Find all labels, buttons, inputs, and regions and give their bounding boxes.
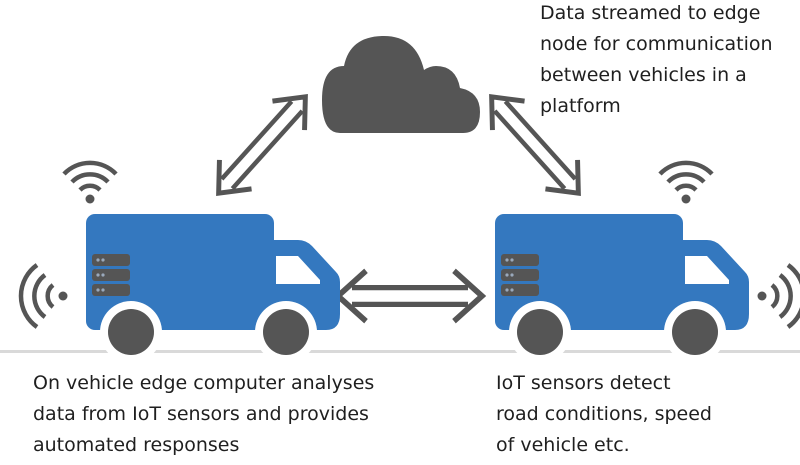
- left-van-icon: [86, 214, 340, 363]
- iot-sensors-caption: IoT sensors detect road conditions, spee…: [496, 368, 796, 461]
- left-wifi-icon: [64, 163, 116, 204]
- edge-node-caption: Data streamed to edge node for communica…: [540, 0, 800, 122]
- right-sensor-wave-icon: [758, 265, 800, 327]
- right-wifi-icon: [660, 163, 712, 204]
- right-van-icon: [495, 214, 749, 363]
- van-to-van-arrow: [338, 271, 482, 321]
- left-van-to-cloud-arrow: [203, 82, 322, 207]
- left-sensor-wave-icon: [21, 265, 68, 327]
- onboard-computer-caption: On vehicle edge computer analyses data f…: [33, 368, 453, 461]
- cloud-icon: [322, 36, 480, 133]
